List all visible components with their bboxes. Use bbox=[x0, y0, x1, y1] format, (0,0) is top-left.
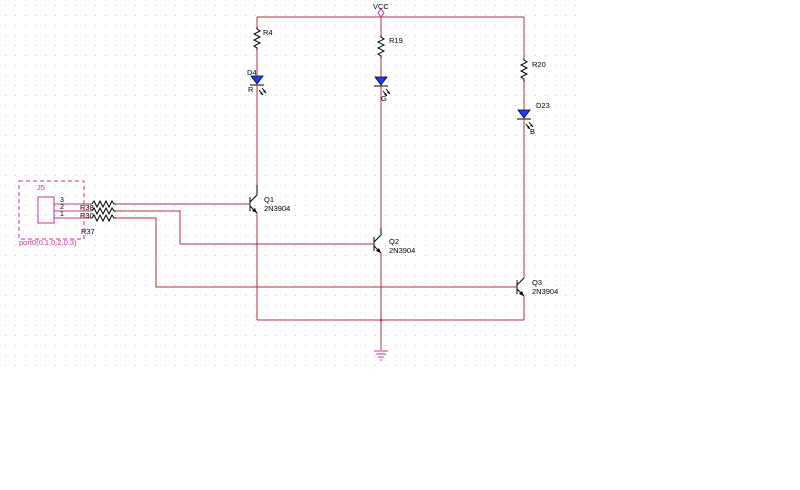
r4-label: R4 bbox=[263, 28, 273, 37]
r20-label: R20 bbox=[532, 60, 546, 69]
ground-rail bbox=[257, 318, 524, 350]
j5-net-label: port0(0.1,0.2,0.3) bbox=[19, 238, 77, 247]
d4-ref-label: D4 bbox=[247, 68, 257, 77]
led-d-mid[interactable] bbox=[374, 76, 391, 97]
r30-label: R30 bbox=[80, 211, 94, 220]
d23-color-label: B bbox=[530, 127, 535, 136]
resistor-r20[interactable] bbox=[519, 58, 529, 82]
q1-ref-label: Q1 bbox=[264, 195, 274, 204]
grid-background bbox=[0, 0, 585, 375]
connector-j5[interactable] bbox=[18, 180, 85, 240]
vcc-rail bbox=[256, 16, 525, 58]
transistor-q3[interactable] bbox=[516, 277, 525, 297]
base-wire-q2 bbox=[116, 210, 374, 245]
r19-label: R19 bbox=[389, 36, 403, 45]
resistor-r19[interactable] bbox=[376, 35, 386, 58]
d-mid-color-label: G bbox=[381, 94, 387, 103]
d4-color-label: R bbox=[248, 85, 254, 94]
vcc-symbol bbox=[377, 8, 385, 18]
j5-pin-3: 3 bbox=[60, 197, 64, 204]
ground-symbol bbox=[374, 350, 388, 361]
q2-ref-label: Q2 bbox=[389, 237, 399, 246]
r37-label: R37 bbox=[81, 227, 95, 236]
q3-ref-label: Q3 bbox=[532, 278, 542, 287]
led-d23[interactable] bbox=[517, 109, 534, 130]
q1-part-label: 2N3904 bbox=[264, 204, 290, 213]
j5-pin-2: 2 bbox=[60, 204, 64, 211]
base-wire-q3 bbox=[116, 217, 517, 288]
r38-label: R38 bbox=[80, 203, 94, 212]
q2-part-label: 2N3904 bbox=[389, 246, 415, 255]
d23-ref-label: D23 bbox=[536, 101, 550, 110]
led-d4[interactable] bbox=[250, 75, 267, 96]
q3-part-label: 2N3904 bbox=[532, 287, 558, 296]
vcc-label: VCC bbox=[373, 2, 389, 11]
j5-ref-label: J5 bbox=[37, 183, 45, 192]
resistor-r4[interactable] bbox=[252, 27, 262, 50]
j5-pin-1: 1 bbox=[60, 211, 64, 218]
